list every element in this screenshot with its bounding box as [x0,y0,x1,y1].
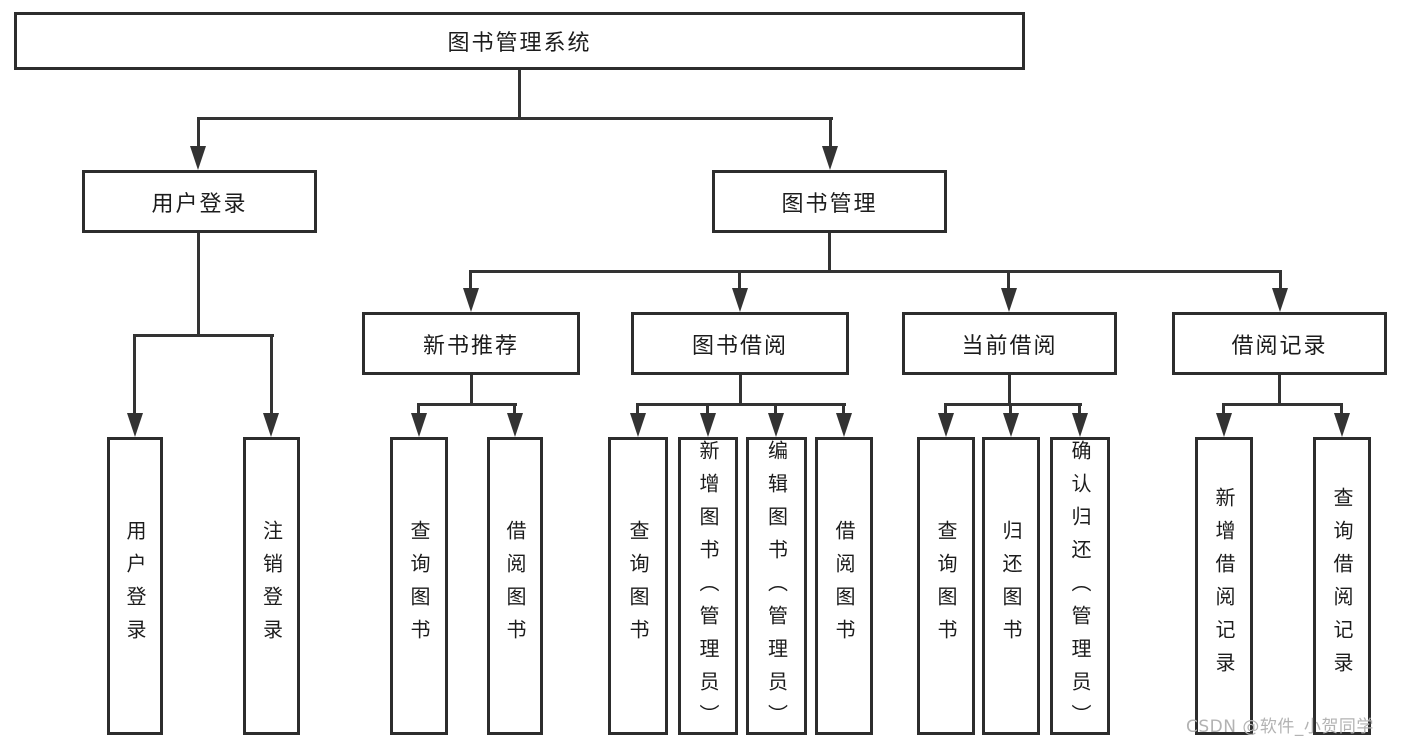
node-borrow-book: 借阅图书 [487,437,543,735]
node-label: 查询图书 [934,520,958,652]
arrowhead-down [507,413,523,437]
connector-bus [469,270,1282,273]
connector-drop [1009,403,1012,417]
arrowhead-down [263,413,279,437]
connector-bus [636,403,846,406]
node-label: 借阅图书 [503,520,527,652]
connector-stem [739,375,742,406]
arrowhead-down [836,413,852,437]
node-query-borrow-record: 查询借阅记录 [1313,437,1371,735]
node-return-book: 归还图书 [982,437,1040,735]
node-label: 图书借阅 [691,333,788,359]
node-label: 当前借阅 [961,333,1058,359]
connector-drop [842,403,845,417]
node-borrow-records: 借阅记录 [1172,312,1387,375]
node-label: 新增借阅记录 [1212,487,1236,685]
arrowhead-down [700,413,716,437]
arrowhead-down [1216,413,1232,437]
connector-drop [197,117,200,149]
connector-drop [1340,403,1343,417]
connector-drop [417,403,420,417]
node-label: 归还图书 [999,520,1023,652]
connector-drop [1007,270,1010,292]
node-add-book-admin: 新增图书（管理员） [678,437,738,737]
arrowhead-down [463,288,479,312]
arrowhead-down [822,146,838,170]
connector-drop [774,403,777,417]
node-user-login: 用户登录 [107,437,163,735]
node-label: 新增图书（管理员） [696,440,720,737]
arrowhead-down [1072,413,1088,437]
node-root: 图书管理系统 [14,12,1025,70]
connector-stem [1008,375,1011,406]
arrowhead-down [190,146,206,170]
connector-drop [469,270,472,292]
connector-bus [417,403,517,406]
node-label: 注销登录 [259,520,284,652]
connector-stem [1278,375,1281,406]
connector-bus [944,403,1082,406]
node-user-login-branch: 用户登录 [82,170,317,233]
connector-root-stem [518,70,521,117]
node-book-borrow: 图书借阅 [631,312,849,375]
connector-drop [944,403,947,417]
node-current-borrow: 当前借阅 [902,312,1117,375]
connector-drop [1279,270,1282,292]
arrowhead-down [1003,413,1019,437]
connector-drop [706,403,709,417]
csdn-watermark: CSDN @软件_小贺同学 [1186,717,1374,737]
node-borrow-book: 借阅图书 [815,437,873,735]
node-label: 查询借阅记录 [1330,487,1354,685]
connector-stem [470,375,473,406]
arrowhead-down [732,288,748,312]
connector-drop [513,403,516,417]
connector-bus [133,334,274,337]
node-edit-book-admin: 编辑图书（管理员） [746,437,807,737]
node-confirm-return-admin: 确认归还（管理员） [1050,437,1110,737]
connector-stem [197,232,200,337]
arrowhead-down [1334,413,1350,437]
node-query-books: 查询图书 [917,437,975,735]
node-label: 新书推荐 [422,333,519,359]
node-label: 查询图书 [626,520,650,652]
node-label: 用户登录 [151,191,248,217]
connector-drop [738,270,741,292]
connector-drop [270,334,273,415]
node-label: 编辑图书（管理员） [764,440,789,737]
connector-drop [636,403,639,417]
connector-drop [829,117,832,149]
arrowhead-down [768,413,784,437]
connector-drop [1078,403,1081,417]
connector-stem [828,232,831,273]
connector-bus [1222,403,1343,406]
arrowhead-down [1001,288,1017,312]
node-query-books: 查询图书 [608,437,668,735]
node-label: 借阅记录 [1231,333,1328,359]
connector-drop [133,334,136,415]
connector-root-bus [197,117,833,120]
node-add-borrow-record: 新增借阅记录 [1195,437,1253,735]
node-query-books: 查询图书 [390,437,448,735]
node-root-label: 图书管理系统 [447,31,592,56]
node-label: 查询图书 [407,520,431,652]
node-label: 借阅图书 [832,520,856,652]
arrowhead-down [411,413,427,437]
arrowhead-down [127,413,143,437]
node-book-management-branch: 图书管理 [712,170,947,233]
arrowhead-down [938,413,954,437]
node-new-book-recommend: 新书推荐 [362,312,580,375]
node-label: 用户登录 [123,520,147,652]
arrowhead-down [1272,288,1288,312]
arrowhead-down [630,413,646,437]
node-logout: 注销登录 [243,437,300,735]
node-label: 图书管理 [781,191,878,217]
connector-drop [1222,403,1225,417]
node-label: 确认归还（管理员） [1068,440,1092,737]
